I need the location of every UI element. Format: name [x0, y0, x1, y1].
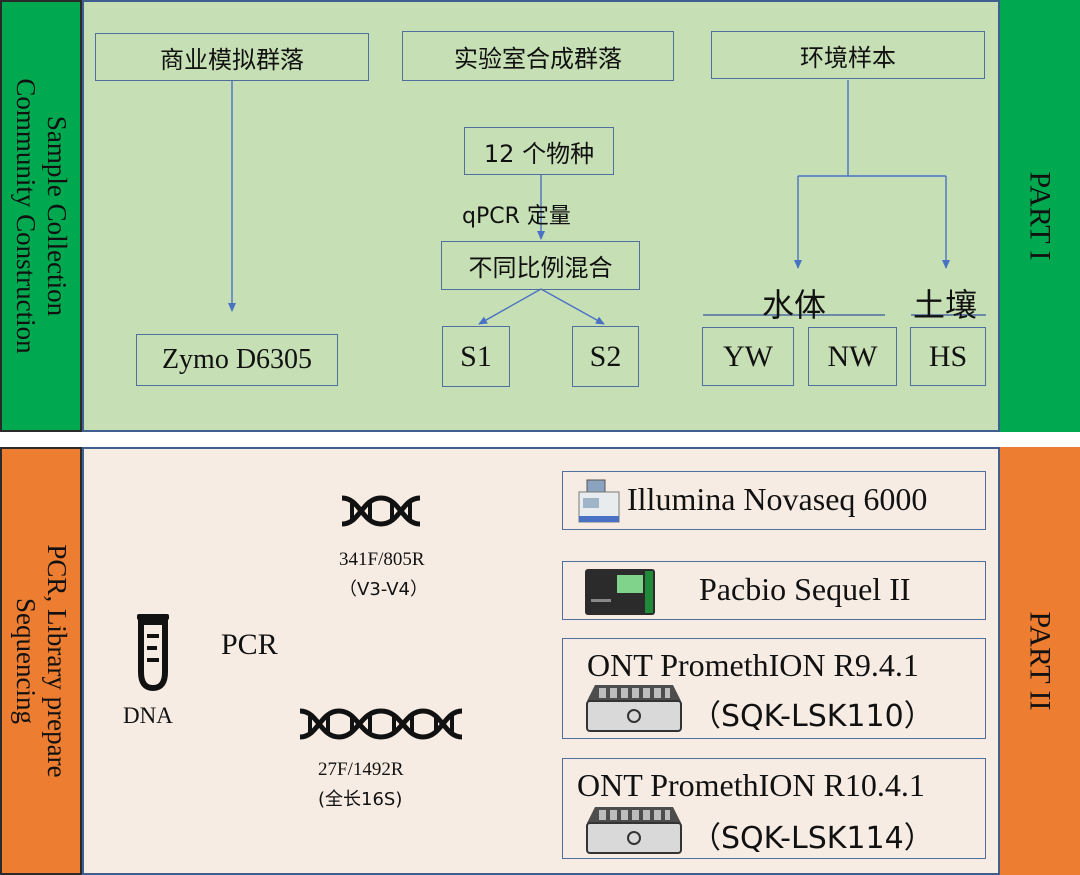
platform-illumina-label: Illumina Novaseq 6000: [627, 481, 928, 517]
full-amplicon-primers: 27F/1492R: [318, 759, 404, 780]
water-label: 水体: [762, 286, 827, 324]
dna-label: DNA: [123, 703, 173, 728]
mix-box: 不同比例混合: [441, 241, 640, 290]
full-amplicon-helix-icon: [299, 708, 463, 740]
part1-label-bar: PART I: [1000, 0, 1080, 432]
platform-pacbio-label: Pacbio Sequel II: [699, 571, 911, 607]
source-lab: 实验室合成群落: [402, 31, 674, 81]
part2-panel: [82, 447, 1000, 875]
illumina-sequencer-icon: [578, 479, 620, 523]
zymo-box: Zymo D6305: [136, 334, 338, 386]
platform-pacbio-box: Pacbio Sequel II: [562, 561, 986, 620]
ont-promethion-icon: [586, 807, 682, 854]
arrow-env-branch: [798, 80, 849, 177]
platform-ont-r1041-box: ONT PromethION R10.4.1 （SQK-LSK114）: [562, 758, 986, 859]
ont-promethion-icon: [586, 685, 682, 732]
arrow-mix-s2: [540, 288, 605, 325]
yw-box: YW: [702, 327, 794, 386]
s2-box: S2: [572, 326, 639, 387]
part2-side-label-line2: Sequencing: [11, 598, 41, 724]
platform-ont-r1041-kit: （SQK-LSK114）: [691, 821, 934, 856]
part2-label: PART II: [1023, 611, 1057, 711]
species-box: 12 个物种: [464, 127, 614, 175]
part2-side-bar: PCR, Library prepare Sequencing: [0, 447, 82, 875]
pacbio-sequencer-icon: [585, 569, 655, 615]
arrow-mix-s1: [478, 288, 542, 325]
nw-box: NW: [808, 327, 897, 386]
platform-ont-r941-kit: （SQK-LSK110）: [691, 699, 934, 734]
part2-side-label-line1: PCR, Library prepare: [42, 544, 72, 778]
platform-ont-r1041-label: ONT PromethION R10.4.1: [577, 767, 925, 803]
soil-label: 土壤: [913, 286, 978, 324]
part1-side-bar: Sample Collection Community Construction: [0, 0, 82, 432]
full-amplicon-region: (全长16S): [318, 789, 403, 810]
part2-label-bar: PART II: [1000, 447, 1080, 875]
short-amplicon-primers: 341F/805R: [339, 549, 425, 570]
source-commercial: 商业模拟群落: [95, 33, 369, 81]
short-amplicon-region: （V3-V4）: [339, 579, 428, 600]
platform-ont-r941-box: ONT PromethION R9.4.1 （SQK-LSK110）: [562, 638, 986, 739]
platform-illumina-box: Illumina Novaseq 6000: [562, 471, 986, 530]
source-environment: 环境样本: [711, 31, 985, 79]
dna-tube-icon: [137, 614, 169, 692]
pcr-label: PCR: [221, 628, 278, 661]
hs-box: HS: [910, 327, 986, 386]
platform-ont-r941-label: ONT PromethION R9.4.1: [587, 647, 919, 683]
part2-side-label: PCR, Library prepare Sequencing: [10, 544, 72, 777]
s1-box: S1: [442, 326, 510, 387]
short-amplicon-helix-icon: [341, 495, 421, 527]
qpcr-label: qPCR 定量: [462, 204, 571, 229]
